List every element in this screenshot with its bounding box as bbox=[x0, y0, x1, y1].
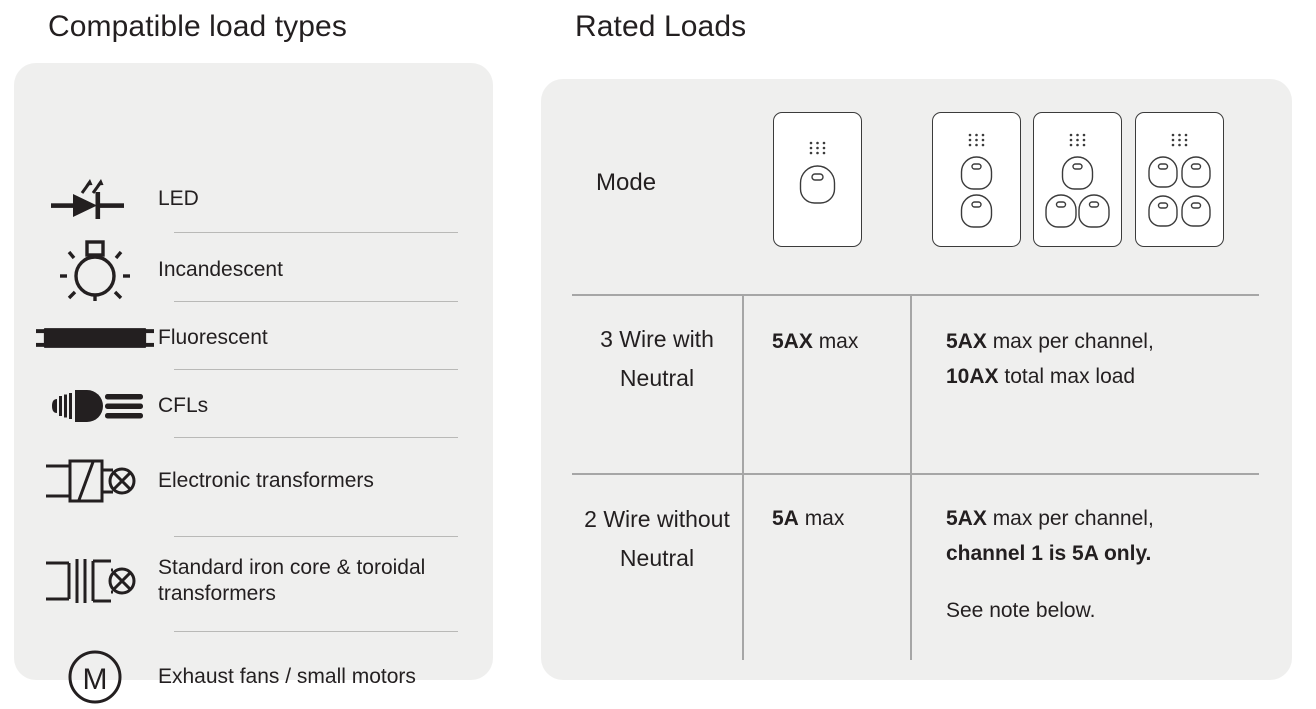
load-type-list: LED bbox=[14, 63, 493, 704]
rated-loads-table: 3 Wire with Neutral 5AX max 5AX max per … bbox=[572, 294, 1259, 660]
single-channel-suffix: max bbox=[798, 507, 845, 530]
electronic-transformer-icon bbox=[36, 452, 154, 510]
multi-channel-rating-1: 5AX bbox=[946, 330, 987, 353]
multi-channel-suffix-1: max per channel, bbox=[986, 330, 1154, 353]
list-item-label: CFLs bbox=[158, 394, 209, 417]
motor-icon: M bbox=[36, 645, 154, 709]
rocker-button bbox=[1148, 156, 1178, 188]
list-separator bbox=[174, 536, 458, 537]
list-item: Standard iron core & toroidal transforme… bbox=[36, 549, 474, 613]
rocker-button bbox=[1148, 195, 1178, 227]
grille-dots-icon bbox=[809, 141, 826, 155]
table-cell-multi-channel: 5AX max per channel, channel 1 is 5A onl… bbox=[910, 501, 1259, 628]
single-channel-suffix: max bbox=[812, 330, 859, 353]
list-item-label: Fluorescent bbox=[158, 326, 268, 349]
rocker-button bbox=[1045, 194, 1077, 228]
list-separator bbox=[174, 437, 458, 438]
switch-plate-4-gang bbox=[1135, 112, 1224, 247]
compatible-load-types-title: Compatible load types bbox=[48, 10, 347, 43]
list-separator bbox=[174, 631, 458, 632]
rocker-button bbox=[1061, 156, 1094, 190]
list-item: M Exhaust fans / small motors bbox=[36, 645, 474, 709]
table-cell-mode: 2 Wire without Neutral bbox=[584, 506, 730, 571]
multi-channel-rating-2: channel 1 is 5A only. bbox=[946, 542, 1152, 565]
iron-core-transformer-icon bbox=[36, 552, 154, 610]
rocker-button bbox=[1078, 194, 1110, 228]
list-item-label: Incandescent bbox=[158, 258, 283, 281]
grille-dots-icon bbox=[968, 133, 985, 147]
rocker-button bbox=[1181, 195, 1211, 227]
cfl-lamp-icon bbox=[36, 385, 154, 427]
list-item-label: Exhaust fans / small motors bbox=[158, 665, 416, 688]
multi-channel-line-1: 5AX max per channel, bbox=[946, 324, 1259, 359]
list-separator bbox=[174, 301, 458, 302]
table-cell-mode: 3 Wire with Neutral bbox=[600, 326, 714, 391]
table-column-divider-1 bbox=[742, 294, 744, 660]
list-item: Electronic transformers bbox=[36, 449, 474, 513]
list-item: Incandescent bbox=[36, 240, 474, 301]
table-cell-note: See note below. bbox=[946, 599, 1096, 622]
incandescent-bulb-icon bbox=[36, 237, 154, 303]
table-cell-single-channel: 5AX max bbox=[742, 324, 910, 359]
table-cell-multi-channel: 5AX max per channel, 10AX total max load bbox=[910, 324, 1259, 394]
table-column-divider-2 bbox=[910, 294, 912, 660]
led-diode-icon bbox=[36, 177, 154, 221]
multi-channel-line-2: 10AX total max load bbox=[946, 359, 1259, 394]
multi-channel-suffix-1: max per channel, bbox=[986, 507, 1154, 530]
table-cell-single-channel: 5A max bbox=[742, 501, 910, 536]
single-channel-rating: 5AX bbox=[772, 330, 813, 353]
list-separator bbox=[174, 232, 458, 233]
multi-channel-line-1: 5AX max per channel, bbox=[946, 501, 1259, 536]
grille-dots-icon bbox=[1171, 133, 1188, 147]
multi-channel-suffix-2: total max load bbox=[998, 365, 1136, 388]
list-item: Fluorescent bbox=[36, 313, 474, 363]
switch-plate-3-gang bbox=[1033, 112, 1122, 247]
rated-loads-panel: Mode bbox=[541, 79, 1292, 680]
rated-loads-title: Rated Loads bbox=[575, 10, 747, 43]
rocker-button bbox=[960, 156, 993, 190]
multi-channel-rating-2: 10AX bbox=[946, 365, 999, 388]
table-rule-middle bbox=[572, 473, 1259, 475]
fluorescent-tube-icon bbox=[36, 322, 154, 354]
grille-dots-icon bbox=[1069, 133, 1086, 147]
svg-text:M: M bbox=[83, 663, 108, 696]
table-rule-top bbox=[572, 294, 1259, 296]
rocker-button bbox=[799, 165, 836, 204]
switch-plate-1-gang bbox=[773, 112, 862, 247]
mode-row-label: Mode bbox=[596, 169, 657, 196]
rocker-button bbox=[960, 194, 993, 228]
list-item-label: Electronic transformers bbox=[158, 469, 374, 492]
multi-channel-line-2: channel 1 is 5A only. bbox=[946, 536, 1259, 571]
list-separator bbox=[174, 369, 458, 370]
switch-plate-2-gang bbox=[932, 112, 1021, 247]
list-item-label: LED bbox=[158, 187, 199, 210]
multi-channel-rating-1: 5AX bbox=[946, 507, 987, 530]
rocker-button bbox=[1181, 156, 1211, 188]
compatible-load-types-panel: LED bbox=[14, 63, 493, 704]
single-channel-rating: 5A bbox=[772, 507, 799, 530]
list-item: CFLs bbox=[36, 381, 474, 431]
list-item: LED bbox=[36, 175, 474, 223]
list-item-label: Standard iron core & toroidal transforme… bbox=[158, 556, 426, 605]
